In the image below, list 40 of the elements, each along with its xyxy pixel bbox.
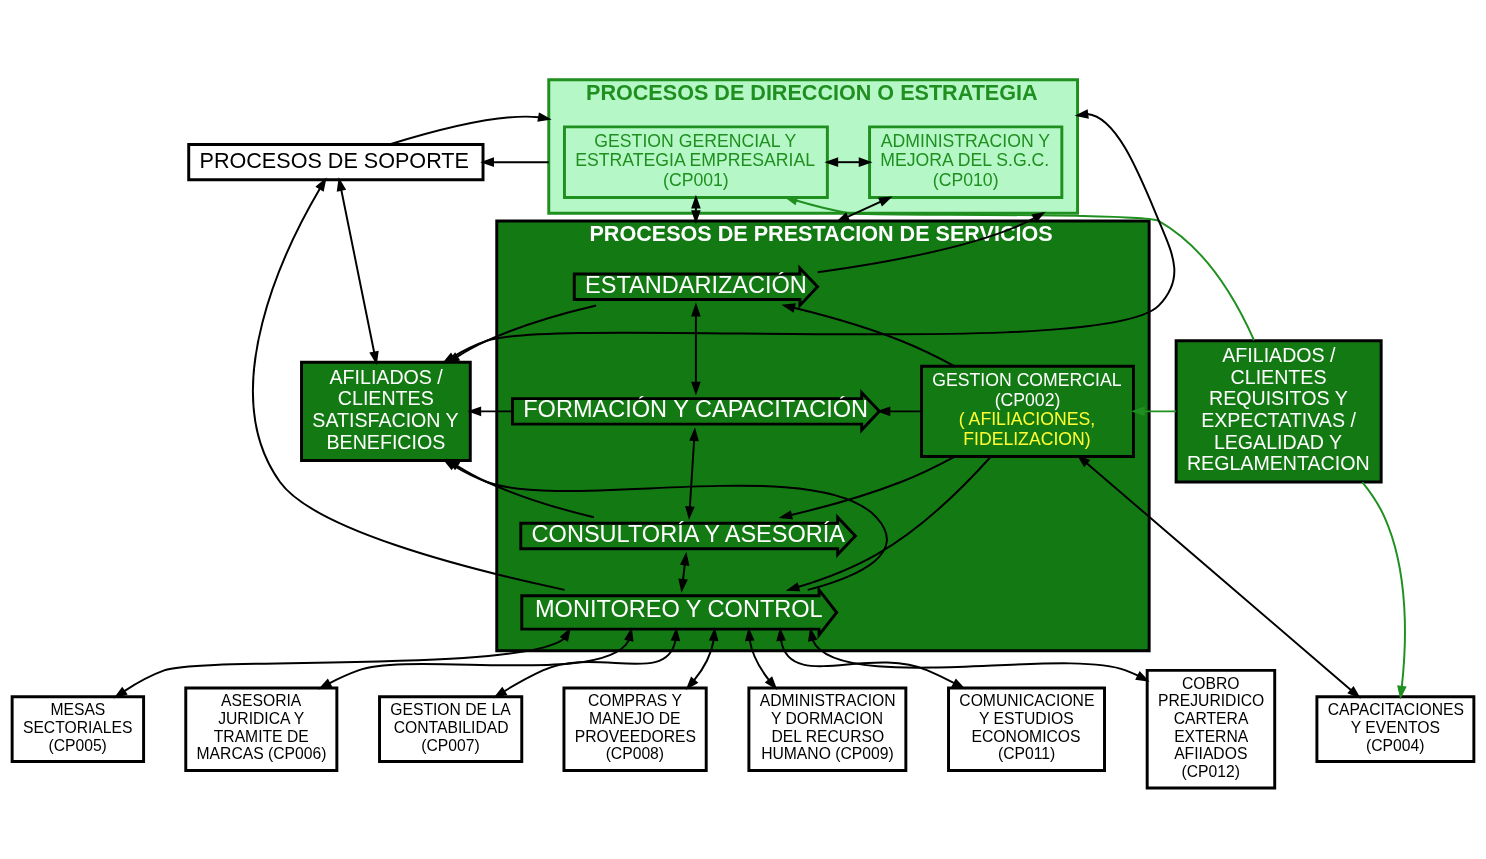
node-box: COMUNICACIONE Y ESTUDIOS ECONOMICOS (CP011) [947, 686, 1106, 772]
arrow [835, 195, 893, 222]
arrow [808, 626, 1150, 682]
arrow [113, 627, 571, 698]
node-box: AFILIADOS / CLIENTES REQUISITOS Y EXPECTATIVAS / LEGALIDAD Y REGLAMENTACION [1174, 338, 1383, 483]
arrow [744, 626, 778, 690]
node-box: GESTION COMERCIAL (CP002) ( AFILIACIONES, FIDELIZACION) [920, 364, 1135, 458]
arrow [778, 455, 956, 519]
node-box: GESTION DE LA CONTABILIDAD (CP007) [378, 694, 524, 763]
arrow [824, 156, 873, 167]
node-box: COMPRAS Y MANEJO DE PROVEEDORES (CP008) [562, 686, 708, 772]
node-box: ADMINISTRACION Y DORMACION DEL RECURSO HUMANO (CP009) [747, 686, 908, 772]
arrow [685, 626, 719, 690]
node-box: ASESORIA JURIDICA Y TRAMITE DE MARCAS (CP006) [184, 686, 339, 772]
node-box: MESAS SECTORIALES (CP005) [10, 694, 146, 763]
arrow [336, 176, 379, 365]
arrow [1361, 480, 1407, 700]
arrow [876, 406, 923, 416]
arrow [446, 303, 598, 364]
arrow [785, 455, 992, 591]
node-box: COBRO PREJURIDICO CARTERA EXTERNA AFIIADOS (CP012) [1145, 668, 1277, 790]
node-box: GESTION GERENCIAL Y ESTRATEGIA EMPRESARIAL (CP001) [563, 124, 829, 199]
arrow [467, 406, 514, 416]
arrow [318, 626, 634, 689]
arrow [816, 211, 1046, 273]
node-box: CAPACITACIONES Y EVENTOS (CP004) [1315, 694, 1476, 763]
arrow [493, 626, 681, 698]
arrow [783, 195, 1256, 341]
node-box: AFILIADOS / CLIENTES SATISFACION Y BENEFICIOS [300, 360, 472, 462]
arrow [252, 176, 566, 591]
arrow [691, 302, 701, 395]
arrow [685, 426, 699, 520]
arrow [678, 551, 690, 593]
arrow [480, 156, 550, 167]
node-box: PROCESOS DE SOPORTE [187, 142, 485, 181]
arrow [1130, 406, 1178, 416]
arrow [388, 111, 552, 145]
arrow [781, 302, 956, 367]
node-box: ADMINISTRACION Y MEJORA DEL S.G.C. (CP010) [868, 124, 1064, 199]
arrow [776, 626, 966, 689]
